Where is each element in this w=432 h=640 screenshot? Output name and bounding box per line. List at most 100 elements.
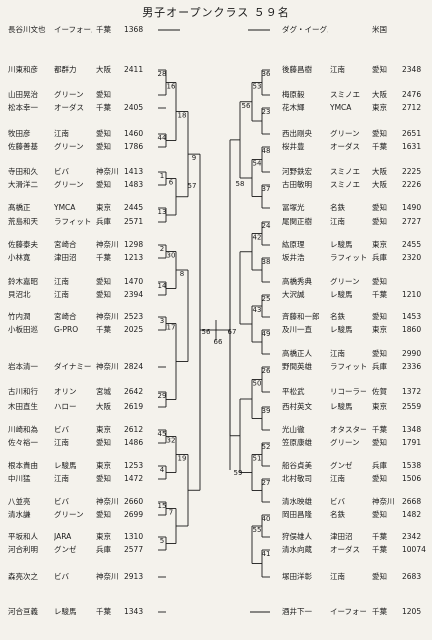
- entry-club: リコーラー: [330, 387, 366, 396]
- entry-rating: 1486: [124, 438, 144, 447]
- entry-club: オーダス: [54, 103, 84, 112]
- entry-rating: 2559: [402, 402, 422, 411]
- entry-club: 都群力: [54, 65, 77, 74]
- entry-club: 津田沼: [330, 532, 353, 541]
- match-number: 59: [234, 469, 243, 477]
- entry-club: 江南: [54, 438, 69, 447]
- entry-name: 木田直生: [8, 402, 38, 411]
- entry-pref: 兵庫: [96, 545, 111, 554]
- entry-club: グンゼ: [54, 545, 77, 554]
- entry-name: 酒井下一: [282, 607, 312, 616]
- entry-club: グリーン: [330, 438, 360, 447]
- entry-rating: 1310: [124, 532, 144, 541]
- entry-club: YMCA: [54, 203, 76, 212]
- match-number: 27: [262, 479, 271, 487]
- entry-name: 桜井豊: [282, 142, 305, 151]
- match-number: 6: [169, 179, 174, 187]
- entry-name: 岩本清一: [8, 362, 38, 371]
- entry-rating: 1413: [124, 167, 144, 176]
- entry-name: 根本貴由: [8, 461, 38, 470]
- match-number: 56: [242, 102, 251, 110]
- entry-rating: 2990: [402, 349, 422, 358]
- entry-club: イーフォース: [330, 607, 366, 616]
- entry-club: レ駿馬: [54, 607, 77, 616]
- entry-pref: 愛知: [96, 180, 111, 189]
- entry-pref: 愛知: [96, 90, 111, 99]
- entry-pref: 兵庫: [96, 217, 111, 226]
- match-number: 25: [262, 295, 271, 303]
- entry-name: 竹内潤: [8, 312, 31, 321]
- entry-name: 八並亮: [8, 497, 31, 506]
- entry-club: レ駿馬: [330, 325, 353, 334]
- entry-rating: 1343: [124, 607, 144, 616]
- entry-rating: 2476: [402, 90, 422, 99]
- entry-rating: 2727: [402, 217, 422, 226]
- entry-name: 河野鉄宏: [282, 167, 312, 176]
- match-number: 58: [236, 180, 245, 188]
- entry-name: 光山徹: [282, 425, 305, 434]
- entry-name: 小板田巡: [8, 325, 38, 334]
- entry-club: ビバ: [54, 167, 69, 176]
- entry-pref: 東京: [372, 325, 387, 334]
- entry-pref: 東京: [372, 240, 387, 249]
- match-number: 39: [262, 407, 271, 415]
- match-number: 30: [167, 252, 176, 260]
- entry-rating: 2824: [124, 362, 144, 371]
- entry-rating: 1253: [124, 461, 144, 470]
- entry-rating: 2225: [402, 167, 422, 176]
- entry-club: 宮崎合: [54, 312, 77, 321]
- entry-rating: 1460: [124, 129, 144, 138]
- entry-name: 花木輝: [282, 103, 305, 112]
- entry-name: 清水向蔵: [282, 545, 312, 554]
- entry-name: 小林寛: [8, 253, 31, 262]
- entry-club: 津田沼: [54, 253, 77, 262]
- entry-rating: 1860: [402, 325, 422, 334]
- entry-club: G-PRO: [54, 325, 79, 334]
- entry-pref: 大阪: [372, 180, 387, 189]
- entry-pref: 愛知: [372, 65, 387, 74]
- entry-rating: 2348: [402, 65, 422, 74]
- entry-pref: 神奈川: [96, 312, 119, 321]
- entry-rating: 1506: [402, 474, 422, 483]
- entry-name: 佐藤善基: [8, 142, 38, 151]
- entry-name: 松本幸一: [8, 103, 38, 112]
- entry-name: 坂井浩: [282, 253, 305, 262]
- entry-pref: 大阪: [372, 90, 387, 99]
- entry-pref: 千葉: [372, 607, 387, 616]
- entry-pref: 米国: [372, 25, 387, 34]
- entry-pref: 大阪: [372, 167, 387, 176]
- entry-pref: 大阪: [96, 402, 111, 411]
- entry-name: 紘原理: [282, 240, 305, 249]
- entry-name: 後藤昌樹: [282, 65, 312, 74]
- entry-club: ハロー: [54, 402, 77, 411]
- entry-pref: 千葉: [96, 25, 111, 34]
- entry-rating: 1298: [124, 240, 144, 249]
- entry-rating: 1368: [124, 25, 144, 34]
- entry-pref: 愛知: [372, 572, 387, 581]
- entry-pref: 愛知: [96, 438, 111, 447]
- match-number: 26: [262, 367, 271, 375]
- entry-name: 古田敏明: [282, 180, 312, 189]
- match-number: 16: [167, 83, 176, 91]
- entry-name: 斉藤和一郎: [282, 312, 320, 321]
- entry-name: 清水謙: [8, 510, 31, 519]
- match-number: 48: [262, 147, 271, 155]
- entry-rating: 2712: [402, 103, 422, 112]
- entry-pref: 東京: [96, 461, 111, 470]
- entry-rating: 2226: [402, 180, 422, 189]
- entry-name: 古川和行: [8, 387, 38, 396]
- entry-club: 江南: [54, 277, 69, 286]
- entry-name: 荒島和天: [8, 217, 38, 226]
- match-number: 56: [202, 328, 211, 336]
- match-number: 40: [262, 515, 271, 523]
- entry-club: レ駿馬: [330, 240, 353, 249]
- entry-name: 笠原康雄: [282, 438, 312, 447]
- match-number: 37: [262, 185, 271, 193]
- entry-club: 江南: [330, 349, 345, 358]
- entry-name: 西出剛央: [282, 129, 312, 138]
- entry-rating: 1210: [402, 290, 422, 299]
- entry-rating: 1348: [402, 425, 422, 434]
- entry-pref: 愛知: [372, 129, 387, 138]
- entry-name: 梅原毅: [282, 90, 305, 99]
- entry-name: 西村英文: [282, 402, 312, 411]
